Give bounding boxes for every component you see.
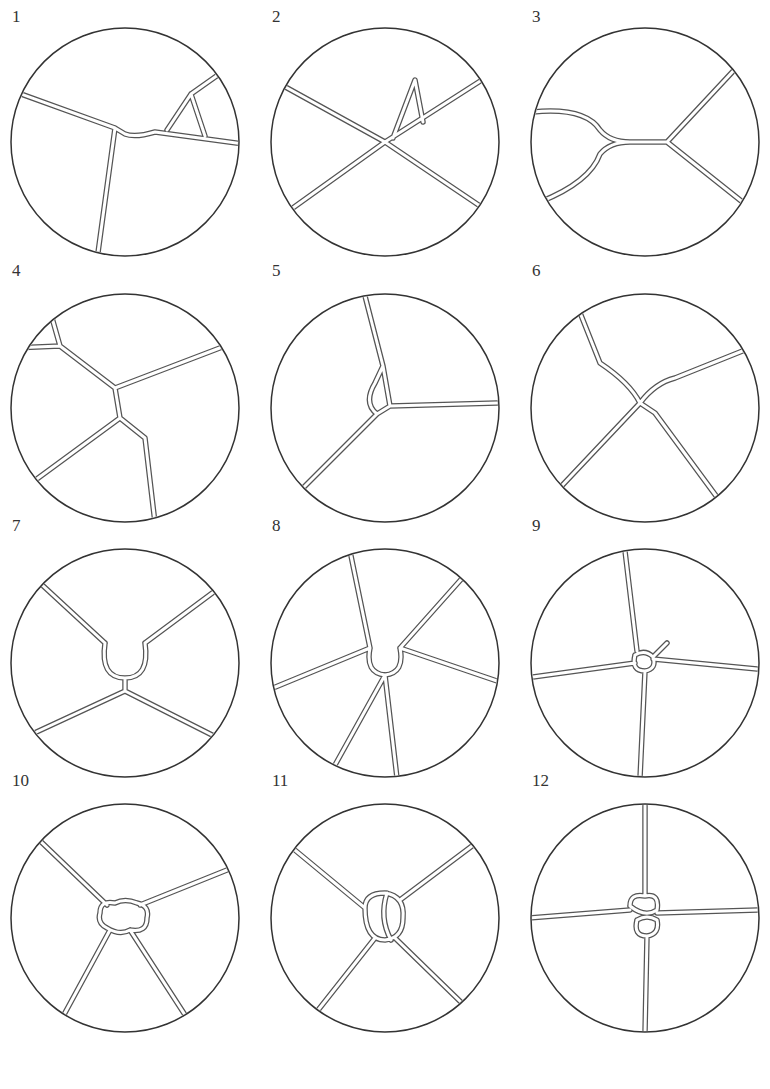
figure-number: 9 xyxy=(532,517,541,534)
figure-number: 5 xyxy=(272,262,281,279)
figure-number: 1 xyxy=(12,8,21,25)
figure-number: 7 xyxy=(12,517,21,534)
figure-number: 12 xyxy=(532,772,549,789)
figure-number: 4 xyxy=(12,262,21,279)
figure-number: 10 xyxy=(12,772,29,789)
figure-number: 2 xyxy=(272,8,281,25)
figure-number: 3 xyxy=(532,8,541,25)
figure-number: 11 xyxy=(272,772,288,789)
figure-number: 6 xyxy=(532,262,541,279)
figure-number: 8 xyxy=(272,517,281,534)
